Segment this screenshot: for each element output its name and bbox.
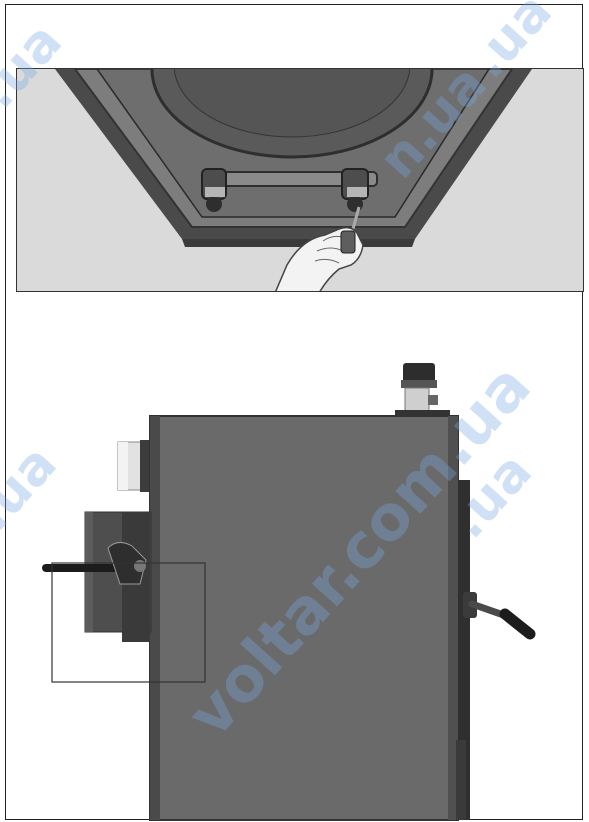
right-handle-icon: [463, 592, 536, 640]
right-door: [456, 480, 470, 820]
boiler-body: [149, 415, 459, 821]
detail-panel: [16, 68, 584, 292]
highlight-zone: [51, 562, 206, 683]
left-hinge: [201, 168, 227, 212]
door-recess-inner: [173, 69, 411, 138]
right-hinge: [341, 168, 369, 212]
door-hinge-illustration: [55, 69, 532, 291]
flue-pipe: [117, 440, 153, 492]
top-fitting: [395, 363, 450, 418]
